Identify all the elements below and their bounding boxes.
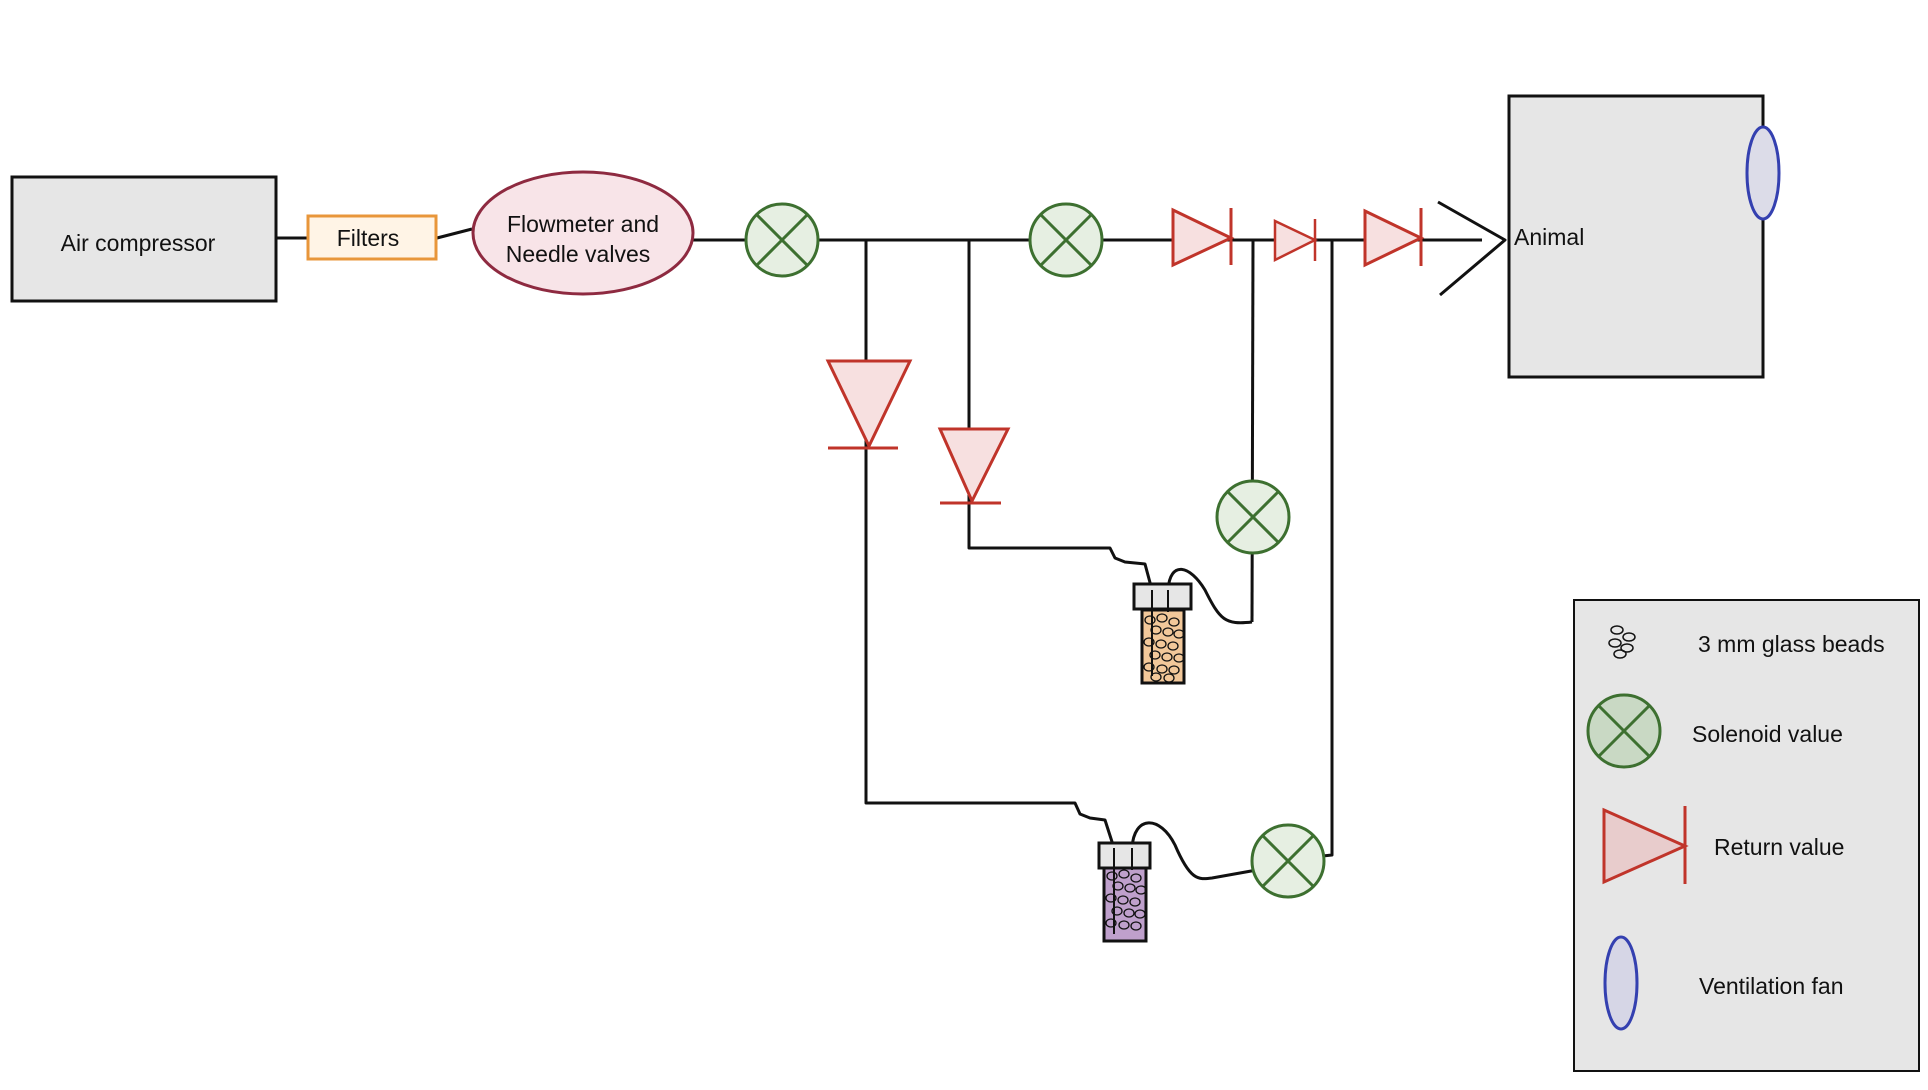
flowmeter-label-line1: Flowmeter and [507, 211, 659, 237]
solenoid-valve-icon [744, 202, 820, 278]
legend-fan-label: Ventilation fan [1699, 973, 1844, 999]
return-valve-icon [1171, 207, 1235, 268]
ventilation-fan-icon [1745, 125, 1781, 221]
legend: 3 mm glass beads Solenoid value Return v… [1573, 599, 1920, 1072]
return-valve-icon [1602, 806, 1689, 885]
glass-bead-vial [1132, 582, 1193, 685]
legend-solenoid-label: Solenoid value [1692, 721, 1843, 747]
solenoid-valve-icon [1215, 479, 1291, 555]
pipe-network [275, 200, 1507, 881]
return-valve-icon [937, 427, 1011, 505]
filters-label: Filters [337, 225, 400, 251]
solenoid-valve-icon [1586, 693, 1662, 769]
solenoid-valve-icon [1028, 202, 1104, 278]
ventilation-fan-icon [1603, 935, 1639, 1031]
return-valve-icon [825, 359, 913, 450]
legend-return-label: Return value [1714, 834, 1844, 860]
return-valve-icon [1363, 208, 1425, 268]
air-compressor-box: Air compressor [10, 175, 278, 303]
solenoid-valve-icon [1250, 823, 1326, 899]
glass-beads-icon [1608, 625, 1636, 659]
filters-box: Filters [306, 214, 438, 261]
legend-glass-beads-label: 3 mm glass beads [1698, 631, 1885, 657]
flowmeter-ellipse: Flowmeter and Needle valves [471, 170, 695, 296]
animal-chamber: Animal [1507, 94, 1781, 379]
return-valve-icon [1273, 219, 1318, 263]
animal-label: Animal [1514, 224, 1584, 250]
flowmeter-label-line2: Needle valves [506, 241, 650, 267]
air-compressor-label: Air compressor [61, 230, 216, 256]
glass-bead-vial [1097, 841, 1152, 943]
